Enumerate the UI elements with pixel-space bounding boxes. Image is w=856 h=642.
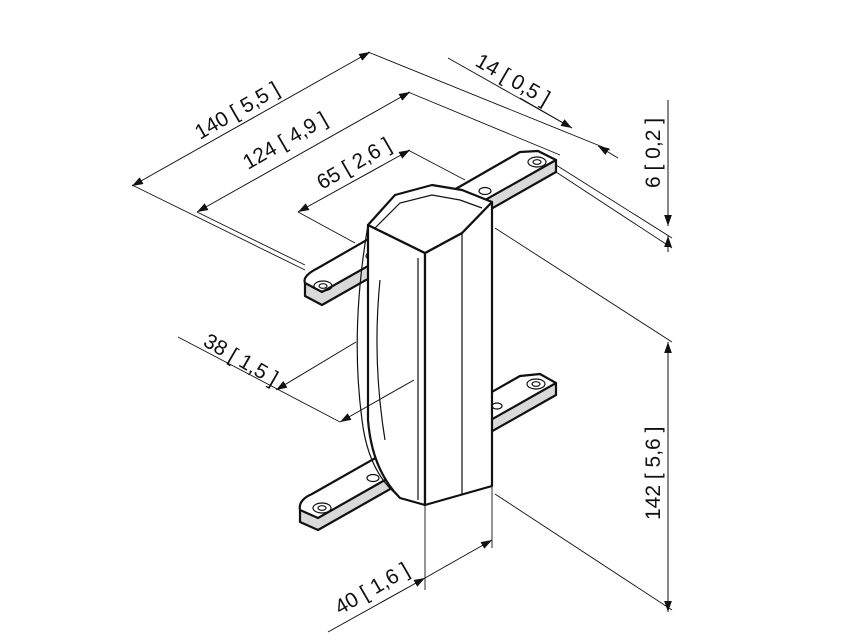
dim-140-label: 140 [ 5,5 ] <box>191 78 283 145</box>
dim-65-label: 65 [ 2,6 ] <box>313 134 395 195</box>
dimension-142: 142 [ 5,6 ] <box>494 227 673 612</box>
dim-38-label: 38 [ 1,5 ] <box>200 329 282 390</box>
dimension-6: 6 [ 0,2 ] <box>555 100 673 252</box>
vertical-body <box>356 183 494 507</box>
dim-6-label: 6 [ 0,2 ] <box>642 118 665 188</box>
bracket-part <box>298 149 558 532</box>
dim-14-label: 14 [ 0,5 ] <box>472 49 554 110</box>
dim-40-label: 40 [ 1,6 ] <box>331 559 413 620</box>
dim-142-label: 142 [ 5,6 ] <box>642 427 665 520</box>
